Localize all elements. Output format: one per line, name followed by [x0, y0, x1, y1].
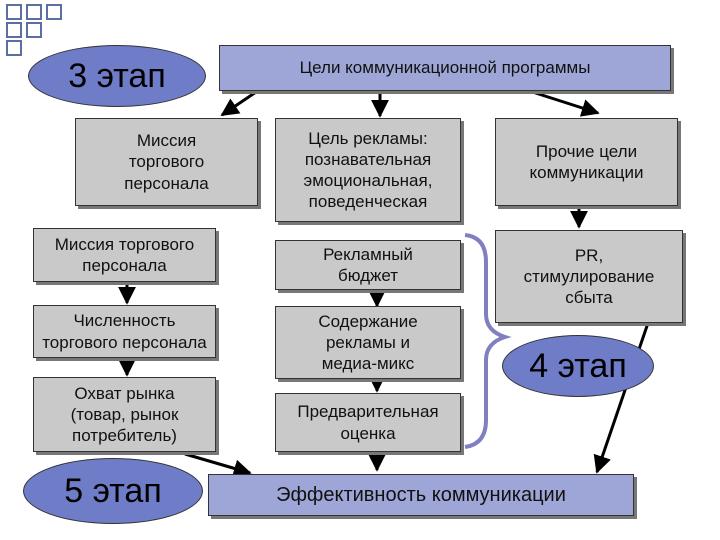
mission-sales-top-box: Миссия торгового персонала	[75, 118, 258, 206]
right-brace	[464, 233, 512, 449]
sales-size-box: Численность торгового персонала	[33, 305, 216, 358]
effectiveness-text: Эффективность коммуникации	[276, 483, 566, 506]
stage-4-oval: 4 этап	[502, 335, 654, 397]
deco-square	[26, 22, 42, 38]
ad-goal-box: Цель рекламы: познавательная эмоциональн…	[275, 118, 461, 222]
pre-eval-text: Предварительная оценка	[297, 402, 439, 443]
deco-square	[6, 40, 22, 56]
ad-budget-box: Рекламный бюджет	[275, 240, 461, 290]
goals-text: Цели коммуникационной программы	[299, 58, 591, 78]
ad-budget-text: Рекламный бюджет	[323, 244, 413, 285]
goals-box: Цели коммуникационной программы	[219, 45, 671, 91]
ad-content-text: Содержание рекламы и медиа-микс	[318, 311, 418, 374]
stage-3-label: 3 этап	[68, 56, 166, 95]
arrow-goals-to-mission	[220, 86, 263, 117]
mission-sales-text: Миссия торгового персонала	[54, 234, 195, 275]
stage-5-label: 5 этап	[64, 471, 162, 510]
market-box: Охват рынка (товар, рынок потребитель)	[33, 377, 216, 452]
other-goals-box: Прочие цели коммуникации	[495, 118, 678, 206]
stage-5-oval: 5 этап	[23, 458, 203, 524]
arrow-goals-to-other	[519, 86, 600, 117]
sales-size-text: Численность торгового персонала	[42, 311, 207, 352]
mission-sales-top-text: Миссия торгового персонала	[124, 131, 209, 193]
pr-text: PR, стимулирование сбыта	[523, 245, 655, 308]
pre-eval-box: Предварительная оценка	[275, 393, 461, 452]
deco-square	[6, 22, 22, 38]
effectiveness-box: Эффективность коммуникации	[208, 474, 634, 516]
ad-content-box: Содержание рекламы и медиа-микс	[275, 306, 461, 379]
ad-goal-text: Цель рекламы: познавательная эмоциональн…	[303, 128, 433, 212]
mission-sales-box: Миссия торгового персонала	[33, 228, 216, 282]
deco-square	[6, 4, 22, 20]
pr-box: PR, стимулирование сбыта	[495, 230, 683, 323]
arrow-market-to-effect	[184, 452, 252, 478]
other-goals-text: Прочие цели коммуникации	[529, 141, 644, 182]
deco-square	[46, 4, 62, 20]
deco-square	[26, 4, 42, 20]
stage-3-oval: 3 этап	[28, 45, 206, 107]
market-text: Охват рынка (товар, рынок потребитель)	[70, 383, 179, 446]
stage-4-label: 4 этап	[529, 346, 627, 385]
